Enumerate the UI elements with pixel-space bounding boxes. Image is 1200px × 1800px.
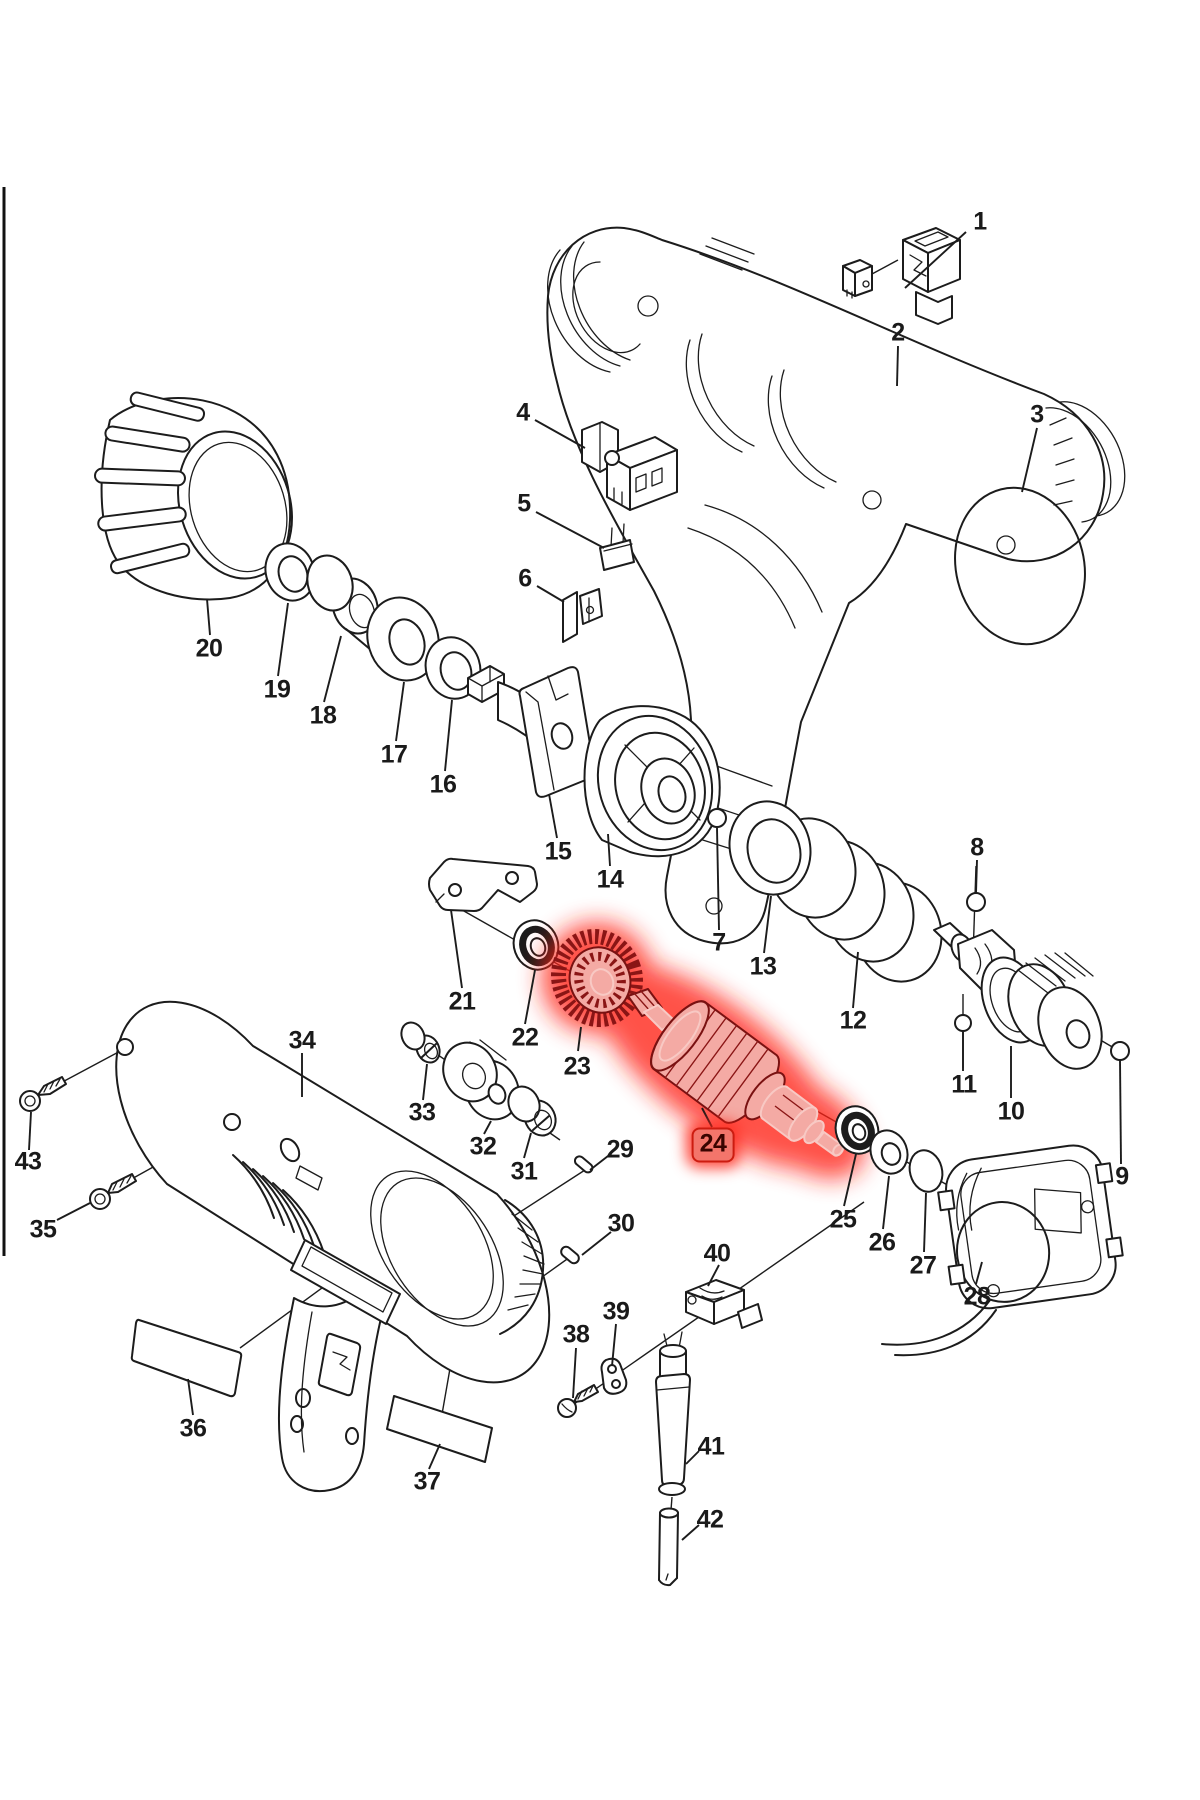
part-27-disc [908,1149,944,1193]
part-33-sleeve [400,1021,441,1064]
part-label-16: 16 [429,770,457,799]
part-label-19: 19 [263,675,291,704]
part-6-brush-holder [562,588,603,643]
part-label-10: 10 [997,1097,1025,1126]
part-41-cord-guard [655,1331,691,1496]
part-label-25: 25 [829,1205,857,1234]
part-4-trigger-switch [581,421,678,511]
part-label-3: 3 [1030,400,1044,429]
part-label-15: 15 [544,837,572,866]
part-15-anvil [467,665,596,798]
part-42-tube [658,1507,679,1587]
part-38-screw [557,1384,599,1418]
part-17-flat-washer [366,596,440,682]
part-label-27: 27 [909,1251,937,1280]
part-label-29: 29 [606,1135,634,1164]
part-3-o-ring [954,486,1086,646]
part-label-18: 18 [309,701,337,730]
part-10-spindle [933,922,1103,1070]
part-label-12: 12 [839,1006,867,1035]
part-29-pin [573,1155,594,1174]
part-label-17: 17 [380,740,408,769]
part-7-steel-ball [707,808,727,828]
part-label-42: 42 [696,1505,724,1534]
part-24-armature [627,988,845,1157]
part-28-field-stator [881,1144,1124,1357]
part-label-5: 5 [517,489,531,518]
part-label-4: 4 [516,398,530,427]
part-25-ball-bearing [834,1105,880,1155]
part-39-clamp-plate [600,1357,628,1395]
part-31-roller-sleeve [507,1085,557,1137]
leader-lines [28,231,1122,1541]
part-36-name-plate [130,1318,243,1398]
part-26-washer [869,1129,909,1175]
part-32-gear [442,1039,520,1121]
part-label-6: 6 [518,564,532,593]
part-label-1: 1 [973,207,987,236]
part-11-steel-ball [954,1014,972,1032]
part-9-steel-ball [1110,1041,1130,1061]
part-35-screw [89,1173,137,1210]
part-16-ring-washer [424,636,482,700]
part-5-capacitor [599,523,635,571]
part-label-30: 30 [607,1209,635,1238]
part-label-9: 9 [1115,1162,1129,1191]
part-label-24-highlighted[interactable]: 24 [691,1127,735,1163]
part-label-8: 8 [970,833,984,862]
part-label-21: 21 [448,987,476,1016]
part-label-32: 32 [469,1132,497,1161]
part-label-40: 40 [703,1239,731,1268]
part-18-spacer-sleeve [306,554,379,651]
part-label-22: 22 [511,1023,539,1052]
part-21-bearing-retainer-plate [428,857,538,912]
part-1-switch [902,227,961,325]
part-label-35: 35 [29,1215,57,1244]
part-label-41: 41 [697,1432,725,1461]
part-label-7: 7 [712,928,726,957]
part-43-screw [19,1076,67,1112]
part-30-pin [560,1245,580,1265]
part-label-20: 20 [195,634,223,663]
part-label-2: 2 [891,318,905,347]
part-label-34: 34 [288,1026,316,1055]
part-8-steel-ball [966,892,986,912]
part-19-ring [264,542,316,602]
part-label-14: 14 [596,865,624,894]
part-23-fan [551,928,643,1028]
part-label-33: 33 [408,1098,436,1127]
part-label-13: 13 [749,952,777,981]
part-1-connector-block [842,259,873,299]
part-label-39: 39 [602,1297,630,1326]
part-34-housing-left-half [115,1000,551,1493]
part-label-38: 38 [562,1320,590,1349]
part-label-11: 11 [951,1070,977,1099]
part-37-caution-label [386,1395,493,1463]
part-label-43: 43 [14,1147,42,1176]
part-label-37: 37 [413,1467,441,1496]
part-20-cap [94,391,293,601]
part-label-28: 28 [963,1282,991,1311]
part-13-washer [728,800,812,896]
part-40-brush-holder [685,1279,763,1329]
part-label-36: 36 [179,1414,207,1443]
part-label-26: 26 [868,1228,896,1257]
part-label-23: 23 [563,1052,591,1081]
part-label-31: 31 [510,1157,538,1186]
